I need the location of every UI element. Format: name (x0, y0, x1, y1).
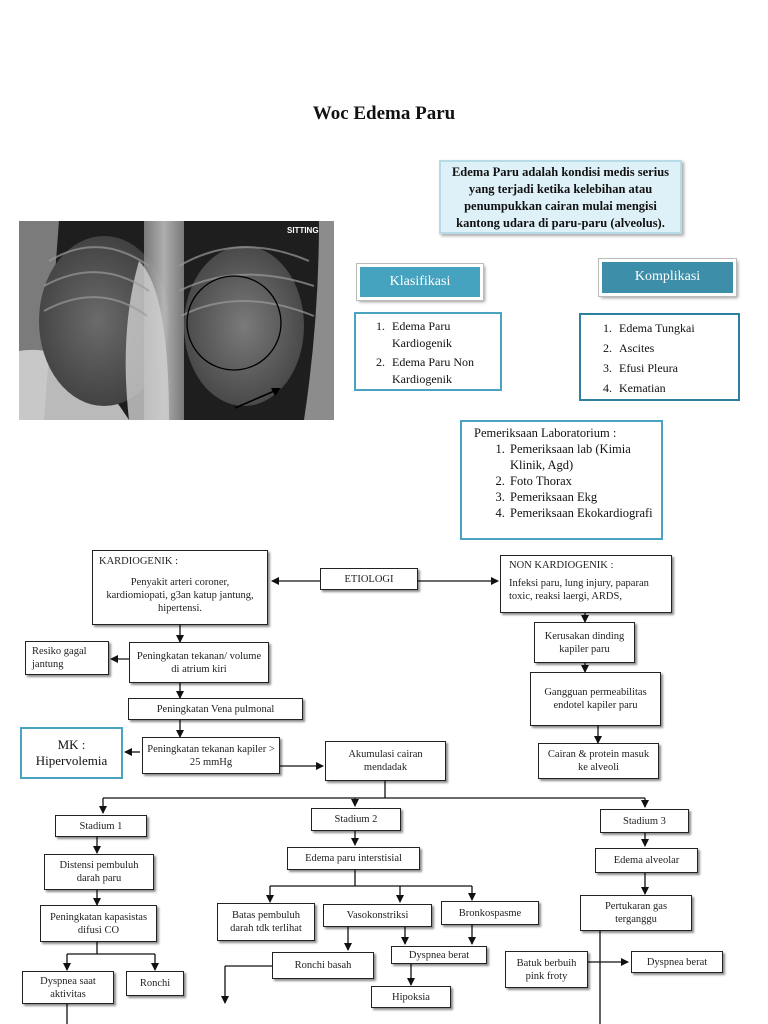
batuk-berbuih-box: Batuk berbuih pink froty (505, 951, 588, 988)
list-item: Pemeriksaan Ekg (508, 489, 661, 505)
list-item: Edema Paru Non Kardiogenik (388, 354, 500, 388)
dyspnea-saat-aktivitas-box: Dyspnea saat aktivitas (22, 971, 114, 1004)
dyspnea-berat-box: Dyspnea berat (391, 946, 487, 964)
dyspnea-berat-box-2: Dyspnea berat (631, 951, 723, 973)
vasokonstriksi-box: Vasokonstriksi (323, 904, 432, 927)
peningkatan-tekanan-atrium-box: Peningkatan tekanan/ volume di atrium ki… (129, 642, 269, 683)
akumulasi-cairan-box: Akumulasi cairan mendadak (325, 741, 446, 781)
stadium-3-box: Stadium 3 (600, 809, 689, 833)
list-item: Efusi Pleura (615, 358, 738, 378)
edema-interstisial-box: Edema paru interstisial (287, 847, 420, 870)
bronkospasme-box: Bronkospasme (441, 901, 539, 925)
list-item: Ascites (615, 338, 738, 358)
ronchi-box: Ronchi (126, 971, 184, 996)
etiologi-box: ETIOLOGI (320, 568, 418, 590)
gangguan-permeabilitas-box: Gangguan permeabilitas endotel kapiler p… (530, 672, 661, 726)
kardiogenik-box: KARDIOGENIK : Penyakit arteri coroner, k… (92, 550, 268, 625)
mk-hipervolemia-box: MK : Hipervolemia (20, 727, 123, 779)
kerusakan-dinding-box: Kerusakan dinding kapiler paru (534, 622, 635, 663)
pemeriksaan-laboratorium-box: Pemeriksaan Laboratorium : Pemeriksaan l… (460, 420, 663, 540)
xray-label: SITTING (287, 226, 319, 235)
kardiogenik-title: KARDIOGENIK : (99, 556, 179, 567)
batas-pembuluh-box: Batas pembuluh darah tdk terlihat (217, 903, 315, 941)
peningkatan-vena-box: Peningkatan Vena pulmonal (128, 698, 303, 720)
kapasitas-difusi-box: Peningkatan kapasistas difusi CO (40, 905, 157, 942)
list-item: Pemeriksaan Ekokardiografi (508, 505, 661, 521)
list-item: Edema Paru Kardiogenik (388, 318, 500, 352)
edema-alveolar-box: Edema alveolar (595, 848, 698, 873)
list-item: Edema Tungkai (615, 318, 738, 338)
stadium-2-box: Stadium 2 (311, 808, 401, 831)
definition-box: Edema Paru adalah kondisi medis serius y… (439, 160, 682, 234)
list-item: Foto Thorax (508, 473, 661, 489)
non-kardiogenik-title: NON KARDIOGENIK : (509, 560, 614, 571)
resiko-gagal-jantung-box: Resiko gagal jantung (25, 641, 109, 675)
list-item: Pemeriksaan lab (Kimia Klinik, Agd) (508, 441, 661, 473)
klasifikasi-list: Edema Paru Kardiogenik Edema Paru Non Ka… (354, 312, 502, 391)
kardiogenik-text: Penyakit arteri coroner, kardiomiopati, … (106, 577, 254, 614)
distensi-box: Distensi pembuluh darah paru (44, 854, 154, 890)
komplikasi-list: Edema Tungkai Ascites Efusi Pleura Kemat… (579, 313, 740, 401)
cairan-protein-box: Cairan & protein masuk ke alveoli (538, 743, 659, 779)
komplikasi-heading: Komplikasi (598, 258, 737, 297)
list-item: Kematian (615, 378, 738, 398)
non-kardiogenik-box: NON KARDIOGENIK : Infeksi paru, lung inj… (500, 555, 672, 613)
ronchi-basah-box: Ronchi basah (272, 952, 374, 979)
chest-xray-image: SITTING (19, 221, 334, 420)
peningkatan-kapiler-box: Peningkatan tekanan kapiler > 25 mmHg (142, 737, 280, 774)
lab-heading: Pemeriksaan Laboratorium : (474, 426, 617, 440)
pertukaran-gas-box: Pertukaran gas terganggu (580, 895, 692, 931)
stadium-1-box: Stadium 1 (55, 815, 147, 837)
page-title: Woc Edema Paru (312, 103, 456, 124)
klasifikasi-heading: Klasifikasi (356, 263, 484, 301)
xray-graphic: SITTING (19, 221, 334, 420)
non-kardiogenik-text: Infeksi paru, lung injury, paparan toxic… (509, 578, 649, 602)
hipoksia-box: Hipoksia (371, 986, 451, 1008)
